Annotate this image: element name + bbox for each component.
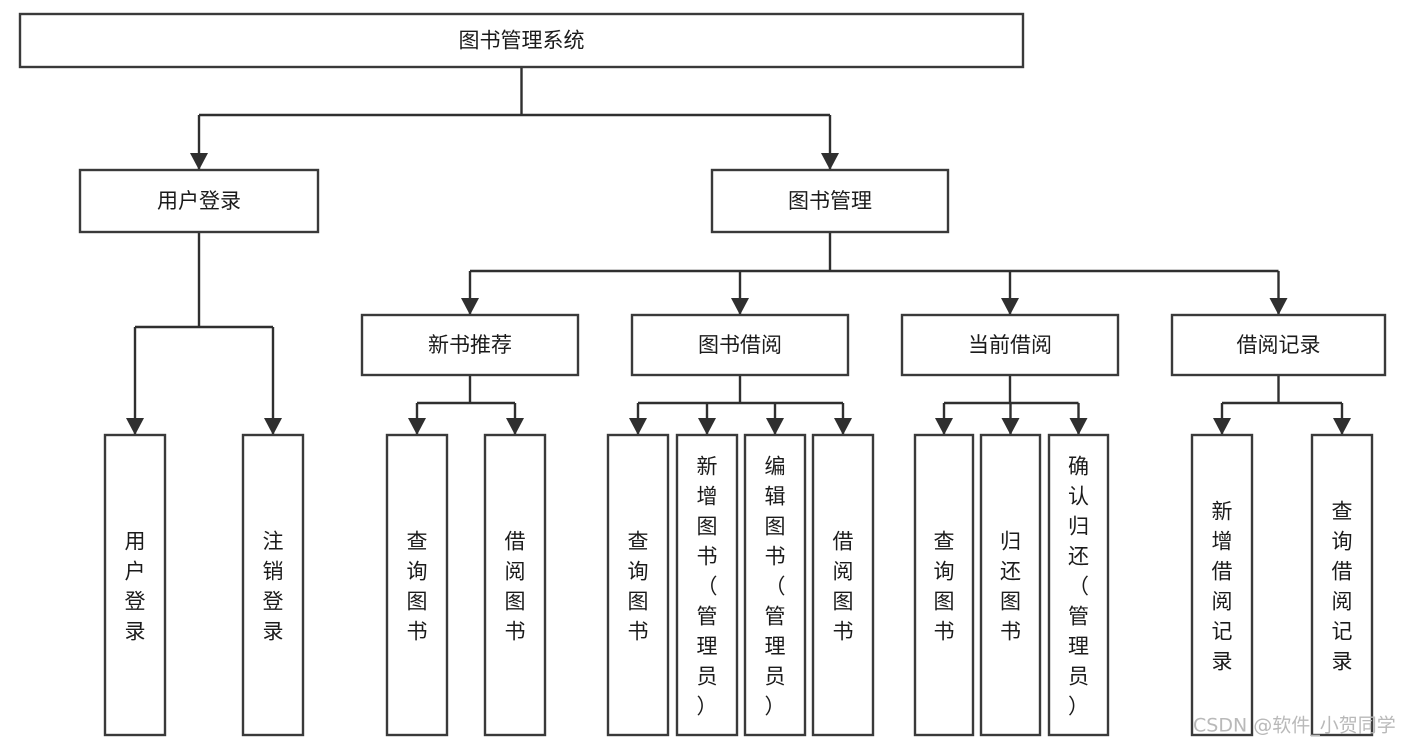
- node-label: 用户登录: [125, 529, 146, 643]
- node-label: 新书推荐: [428, 333, 512, 357]
- node-label: 归还图书: [1000, 529, 1021, 643]
- arrow-head-icon-leaf-add-book-admin: [698, 418, 716, 435]
- node-label: 图书管理系统: [459, 29, 585, 53]
- node-layer: 图书管理系统用户登录图书管理新书推荐图书借阅当前借阅借阅记录用户登录注销登录查询…: [18, 12, 1387, 737]
- node-label: 查询图书: [934, 529, 955, 643]
- arrow-head-icon-new-book-recommend: [461, 298, 479, 315]
- node-leaf-add-borrow-record[interactable]: 新增借阅记录: [1190, 433, 1254, 737]
- node-leaf-query-borrow-record[interactable]: 查询借阅记录: [1310, 433, 1374, 737]
- node-leaf-add-book-admin[interactable]: 新增图书（管理员）: [675, 433, 739, 737]
- node-label: 查询借阅记录: [1332, 499, 1353, 673]
- arrow-head-icon-book-borrow: [731, 298, 749, 315]
- arrow-head-icon-leaf-query-book-current: [935, 418, 953, 435]
- node-label: 用户登录: [157, 189, 241, 213]
- arrow-head-icon-leaf-confirm-return-admin: [1069, 418, 1088, 435]
- node-label: 图书管理: [788, 189, 872, 213]
- arrow-head-icon-leaf-query-borrow-record: [1333, 418, 1351, 435]
- node-box[interactable]: [913, 433, 975, 737]
- node-label: 图书借阅: [698, 333, 782, 357]
- node-box[interactable]: [1190, 433, 1254, 737]
- node-book-management[interactable]: 图书管理: [710, 168, 950, 234]
- arrow-head-icon-leaf-borrow-book-rec: [506, 418, 524, 435]
- node-box[interactable]: [360, 313, 580, 377]
- node-box[interactable]: [1047, 433, 1110, 737]
- arrow-head-icon-leaf-logout-login: [264, 418, 282, 435]
- node-leaf-confirm-return-admin[interactable]: 确认归还（管理员）: [1047, 433, 1110, 737]
- node-box[interactable]: [743, 433, 807, 737]
- node-label: 新增借阅记录: [1212, 499, 1233, 673]
- node-leaf-query-book-borrow[interactable]: 查询图书: [606, 433, 670, 737]
- node-label: 编辑图书（管理员）: [765, 454, 786, 718]
- connector-layer: [126, 67, 1351, 435]
- node-leaf-query-book-rec[interactable]: 查询图书: [385, 433, 449, 737]
- csdn-watermark: CSDN @软件_小贺同学: [1193, 715, 1396, 737]
- arrow-head-icon-leaf-edit-book-admin: [766, 418, 784, 435]
- node-box[interactable]: [385, 433, 449, 737]
- node-leaf-logout-login[interactable]: 注销登录: [241, 433, 305, 737]
- node-box[interactable]: [900, 313, 1120, 377]
- arrow-head-icon-book-management: [821, 153, 839, 170]
- node-box[interactable]: [710, 168, 950, 234]
- node-root-system[interactable]: 图书管理系统: [18, 12, 1025, 69]
- node-box[interactable]: [811, 433, 875, 737]
- node-box[interactable]: [78, 168, 320, 234]
- node-leaf-user-login[interactable]: 用户登录: [103, 433, 167, 737]
- arrow-head-icon-leaf-user-login: [126, 418, 144, 435]
- node-box[interactable]: [483, 433, 547, 737]
- node-user-login[interactable]: 用户登录: [78, 168, 320, 234]
- node-box[interactable]: [675, 433, 739, 737]
- node-box[interactable]: [103, 433, 167, 737]
- node-leaf-borrow-book-rec[interactable]: 借阅图书: [483, 433, 547, 737]
- node-current-borrow[interactable]: 当前借阅: [900, 313, 1120, 377]
- arrow-head-icon-leaf-add-borrow-record: [1213, 418, 1231, 435]
- node-box[interactable]: [18, 12, 1025, 69]
- node-leaf-borrow-book[interactable]: 借阅图书: [811, 433, 875, 737]
- watermark-layer: CSDN @软件_小贺同学: [1193, 715, 1396, 737]
- node-box[interactable]: [1310, 433, 1374, 737]
- node-label: 借阅图书: [833, 529, 854, 643]
- node-leaf-edit-book-admin[interactable]: 编辑图书（管理员）: [743, 433, 807, 737]
- node-label: 注销登录: [263, 529, 284, 643]
- node-label: 查询图书: [407, 529, 428, 643]
- arrow-head-icon-current-borrow: [1001, 298, 1019, 315]
- node-borrow-record[interactable]: 借阅记录: [1170, 313, 1387, 377]
- node-label: 当前借阅: [968, 333, 1052, 357]
- node-label: 确认归还（管理员）: [1068, 454, 1089, 718]
- arrow-head-icon-leaf-query-book-rec: [408, 418, 426, 435]
- node-box[interactable]: [1170, 313, 1387, 377]
- node-leaf-query-book-current[interactable]: 查询图书: [913, 433, 975, 737]
- arrow-head-icon-leaf-borrow-book: [834, 418, 852, 435]
- node-new-book-recommend[interactable]: 新书推荐: [360, 313, 580, 377]
- node-book-borrow[interactable]: 图书借阅: [630, 313, 850, 377]
- node-box[interactable]: [606, 433, 670, 737]
- arrow-head-icon-borrow-record: [1269, 298, 1288, 315]
- node-label: 查询图书: [628, 529, 649, 643]
- node-label: 新增图书（管理员）: [697, 454, 718, 718]
- node-box[interactable]: [979, 433, 1042, 737]
- node-label: 借阅记录: [1237, 333, 1321, 357]
- arrow-head-icon-leaf-return-book: [1001, 418, 1020, 435]
- node-box[interactable]: [630, 313, 850, 377]
- arrow-head-icon-user-login: [190, 153, 208, 170]
- node-box[interactable]: [241, 433, 305, 737]
- node-label: 借阅图书: [505, 529, 526, 643]
- arrow-head-icon-leaf-query-book-borrow: [629, 418, 647, 435]
- node-leaf-return-book[interactable]: 归还图书: [979, 433, 1042, 737]
